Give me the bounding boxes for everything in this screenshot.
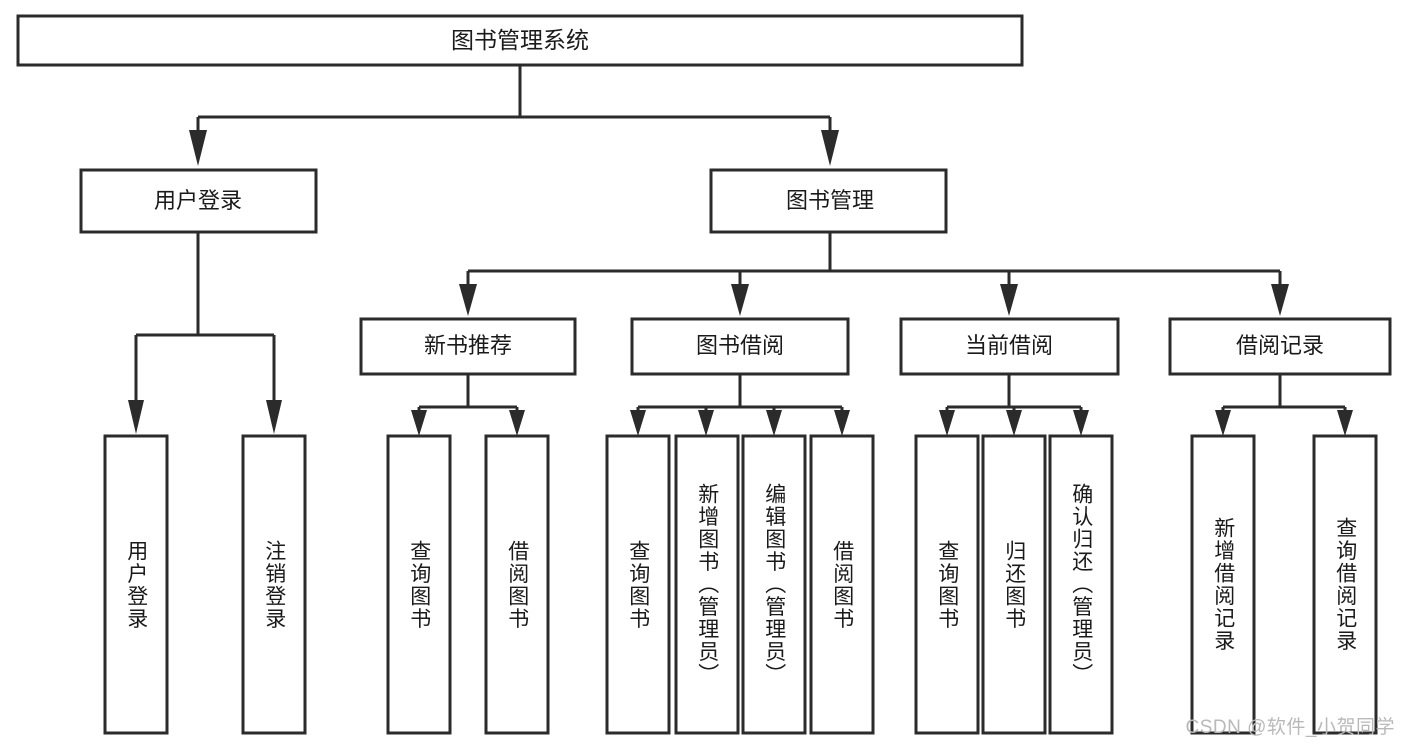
node-box-new-book-rec[interactable]: [359, 317, 577, 376]
arrow-to-leaf-user-login: [128, 400, 144, 434]
label-new-book-rec: 新书推荐: [424, 333, 512, 358]
arrow-to-leaf-add-record: [1215, 410, 1231, 436]
node-box-leaf-add-record[interactable]: [1190, 434, 1256, 735]
arrow-to-leaf-borrow-book-1: [509, 410, 525, 436]
arrow-to-current-borrow: [1000, 284, 1018, 316]
node-box-current-borrow[interactable]: [899, 317, 1120, 376]
label-root: 图书管理系统: [451, 27, 589, 53]
arrow-to-leaf-logout: [266, 400, 282, 434]
node-box-borrow-record[interactable]: [1168, 317, 1392, 376]
node-box-user-login[interactable]: [79, 168, 318, 234]
watermark-text: CSDN @软件_小贺同学: [1185, 717, 1395, 738]
connector-group-book-borrow: [630, 374, 850, 436]
node-box-leaf-borrow-book-1[interactable]: [484, 434, 550, 735]
node-box-root[interactable]: [16, 14, 1024, 67]
node-box-leaf-confirm-return[interactable]: [1048, 434, 1114, 735]
node-box-leaf-logout[interactable]: [241, 434, 307, 735]
connector-group-user-login: [128, 232, 282, 434]
arrow-to-leaf-query-book-2: [630, 410, 646, 436]
connector-group-book-manage: [459, 232, 1289, 316]
arrow-to-leaf-query-record: [1337, 410, 1353, 436]
arrow-root-to-user-login: [189, 130, 207, 166]
arrow-to-leaf-query-book-1: [411, 410, 427, 436]
connector-group-root: [189, 65, 839, 166]
label-current-borrow: 当前借阅: [965, 333, 1053, 358]
node-box-leaf-query-record[interactable]: [1312, 434, 1378, 735]
node-box-leaf-edit-book[interactable]: [741, 434, 807, 735]
connector-group-new-book-rec: [411, 374, 525, 436]
label-book-manage: 图书管理: [786, 188, 874, 213]
arrow-to-leaf-borrow-book-2: [834, 410, 850, 436]
arrow-to-leaf-query-book-3: [939, 410, 955, 436]
connector-group-borrow-record: [1215, 374, 1353, 436]
node-box-leaf-return-book[interactable]: [981, 434, 1047, 735]
arrow-to-borrow-record: [1271, 284, 1289, 316]
arrow-root-to-book-manage: [821, 130, 839, 166]
arrow-to-leaf-edit-book: [766, 410, 782, 436]
label-book-borrow: 图书借阅: [696, 333, 784, 358]
node-box-leaf-query-book-3[interactable]: [914, 434, 980, 735]
node-box-leaf-add-book[interactable]: [674, 434, 740, 735]
label-user-login: 用户登录: [154, 188, 242, 213]
arrow-to-book-borrow: [731, 284, 749, 316]
arrow-to-new-book-rec: [459, 284, 477, 316]
node-box-book-manage[interactable]: [709, 168, 948, 234]
node-box-leaf-query-book-2[interactable]: [605, 434, 671, 735]
connector-group-current-borrow: [939, 374, 1089, 436]
node-box-book-borrow[interactable]: [630, 317, 850, 376]
node-box-leaf-query-book-1[interactable]: [386, 434, 452, 735]
arrow-to-leaf-confirm-return: [1073, 410, 1089, 436]
label-borrow-record: 借阅记录: [1236, 333, 1324, 358]
arrow-to-leaf-return-book: [1006, 410, 1022, 436]
node-box-leaf-user-login[interactable]: [103, 434, 169, 735]
arrow-to-leaf-add-book: [698, 410, 714, 436]
node-box-leaf-borrow-book-2[interactable]: [809, 434, 875, 735]
